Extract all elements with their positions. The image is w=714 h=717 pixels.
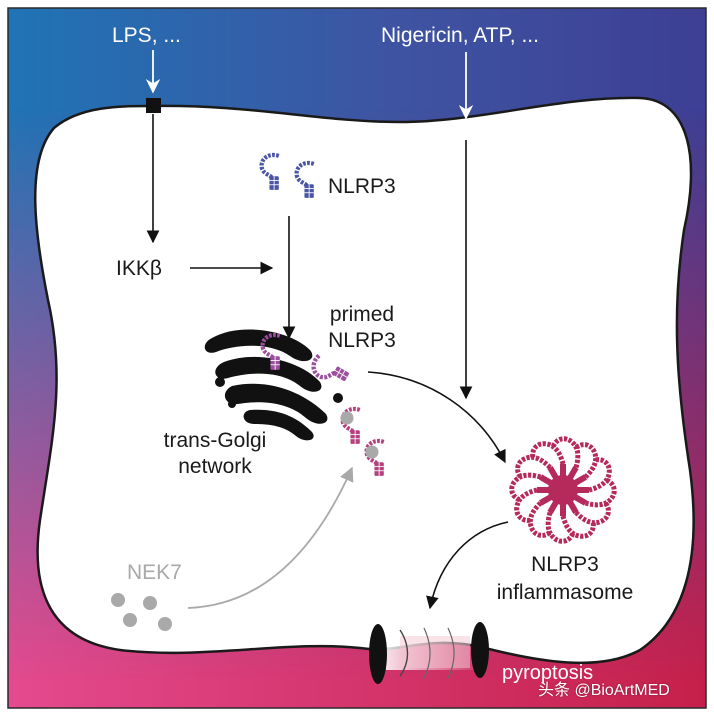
nlrp3-label: NLRP3	[328, 175, 396, 198]
primed-label-line2: NLRP3	[328, 329, 396, 352]
nek7-label: NEK7	[127, 561, 182, 584]
pyroptosis-label: pyroptosis	[502, 662, 594, 684]
lps-label: LPS, ...	[112, 24, 181, 47]
nek7-molecules	[111, 593, 172, 631]
golgi-label-line1: trans-Golgi	[163, 429, 267, 452]
primed-nlrp3-icon	[263, 335, 384, 476]
pyroptosis-pore-icon	[369, 622, 489, 684]
inflammasome-icon	[509, 436, 617, 544]
golgi-icon	[204, 329, 343, 441]
ikkb-label: IKKβ	[116, 257, 162, 280]
inflammasome-label-line2: inflammasome	[496, 581, 634, 604]
inflammasome-to-pore-arrow	[426, 521, 509, 610]
frame-border	[7, 7, 707, 709]
nek7-arrow	[187, 466, 354, 609]
watermark: 头条 @BioArtMED	[538, 682, 670, 699]
receptor	[146, 98, 161, 113]
primed-to-inflammasome-arrow	[367, 371, 506, 464]
inflammasome-label-line1: NLRP3	[531, 553, 599, 576]
golgi-label-line2: network	[178, 455, 252, 478]
nigericin-label: Nigericin, ATP, ...	[381, 24, 539, 47]
primed-label-line1: primed	[329, 303, 395, 326]
